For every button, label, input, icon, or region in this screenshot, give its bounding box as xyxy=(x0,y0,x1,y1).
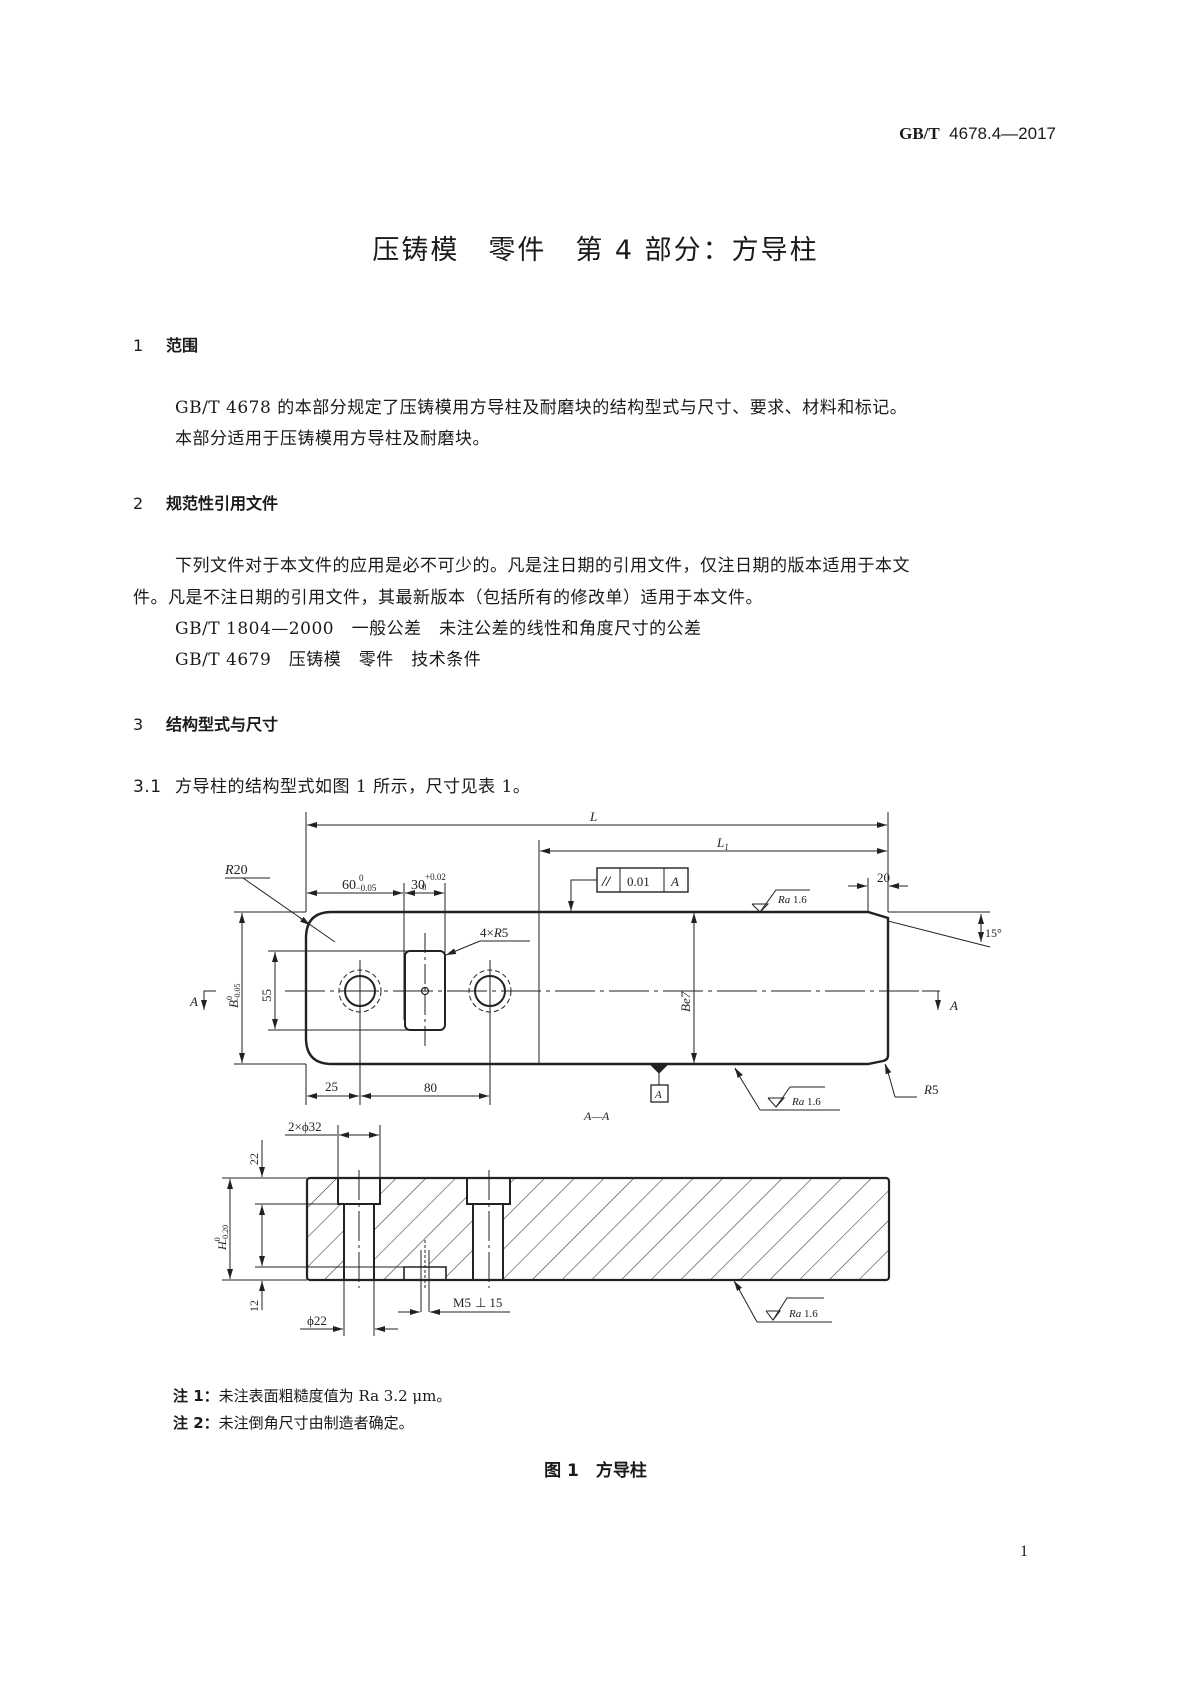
section-1-heading: 1 范围 xyxy=(133,332,198,356)
subsection-3-1: 3.1 方导柱的结构型式如图 1 所示，尺寸见表 1。 xyxy=(133,772,530,797)
note-label: 注 2： xyxy=(173,1414,219,1432)
section-number: 3 xyxy=(133,715,144,734)
thread-M5: M5⊥15 xyxy=(453,1295,502,1310)
dim-20: 20 xyxy=(877,870,890,885)
reference-item: GB/T 1804—2000 一般公差 未注公差的线性和角度尺寸的公差 xyxy=(175,619,702,639)
dim-22: 22 xyxy=(247,1153,261,1165)
page-number: 1 xyxy=(1020,1543,1028,1560)
dim-55: 55 xyxy=(259,989,274,1002)
note-2: 注 2：未注倒角尺寸由制造者确定。 xyxy=(173,1412,414,1433)
section-title: 结构型式与尺寸 xyxy=(166,715,279,734)
section-mark-right: A xyxy=(949,998,958,1013)
dim-phi22: ϕ22 xyxy=(307,1313,327,1328)
paragraph: 本部分适用于压铸模用方导柱及耐磨块。 xyxy=(175,429,490,449)
paragraph: GB/T 4678 的本部分规定了压铸模用方导柱及耐磨块的结构型式与尺寸、要求、… xyxy=(175,398,908,418)
dim-80: 80 xyxy=(424,1080,437,1095)
tolerance-value: 0.01 xyxy=(627,874,650,889)
tolerance-datum: A xyxy=(670,874,679,889)
section-title: 规范性引用文件 xyxy=(166,494,279,513)
section-number: 1 xyxy=(133,336,144,355)
label-R5: R5 xyxy=(923,1082,938,1097)
dim-25: 25 xyxy=(325,1079,338,1094)
paragraph: 下列文件对于本文件的应用是必不可少的。凡是注日期的引用文件，仅注日期的版本适用于… xyxy=(175,556,910,576)
dim-L1: L1 xyxy=(716,835,729,852)
document-title: 压铸模 零件 第 4 部分：方导柱 xyxy=(372,235,819,266)
dim-B: B0−0.05 xyxy=(225,984,242,1008)
label-R20: R20 xyxy=(224,863,248,878)
dim-L: L xyxy=(589,809,597,824)
section-title: A—A xyxy=(583,1109,610,1123)
reference-item: GB/T 4679 压铸模 零件 技术条件 xyxy=(175,650,482,670)
dim-H: H0−0.20 xyxy=(213,1225,230,1251)
section-2-heading: 2 规范性引用文件 xyxy=(133,490,278,514)
section-mark-left: A xyxy=(189,994,198,1009)
section-3-heading: 3 结构型式与尺寸 xyxy=(133,711,278,735)
roughness-top: Ra 1.6 xyxy=(777,894,807,906)
note-text: 未注表面粗糙度值为 Ra 3.2 μm。 xyxy=(218,1387,452,1405)
roughness-bottom: Ra 1.6 xyxy=(791,1096,821,1108)
standard-code: 4678.4—2017 xyxy=(949,124,1056,143)
figure-caption: 图 1 方导柱 xyxy=(544,1461,647,1481)
dim-Be7: Be7 xyxy=(678,991,693,1012)
standard-prefix: GB/T xyxy=(899,124,940,143)
datum-A: A xyxy=(654,1089,662,1101)
dim-2xphi32: 2×ϕ32 xyxy=(288,1119,322,1134)
subsection-number: 3.1 xyxy=(133,777,162,797)
section-number: 2 xyxy=(133,494,144,513)
paragraph: 件。凡是不注日期的引用文件，其最新版本（包括所有的修改单）适用于本文件。 xyxy=(133,588,763,608)
note-1: 注 1：未注表面粗糙度值为 Ra 3.2 μm。 xyxy=(173,1385,451,1406)
roughness-section: Ra 1.6 xyxy=(788,1308,818,1320)
subsection-text: 方导柱的结构型式如图 1 所示，尺寸见表 1。 xyxy=(175,777,531,797)
dim-12: 12 xyxy=(247,1300,261,1312)
label-4xR5: 4×R5 xyxy=(480,925,508,940)
note-text: 未注倒角尺寸由制造者确定。 xyxy=(218,1414,414,1432)
parallelism-symbol: // xyxy=(601,874,612,890)
note-label: 注 1： xyxy=(173,1387,219,1405)
section-title: 范围 xyxy=(166,336,199,355)
standard-number: GB/T 4678.4—2017 xyxy=(0,124,1056,144)
angle-15: 15° xyxy=(985,926,1002,940)
